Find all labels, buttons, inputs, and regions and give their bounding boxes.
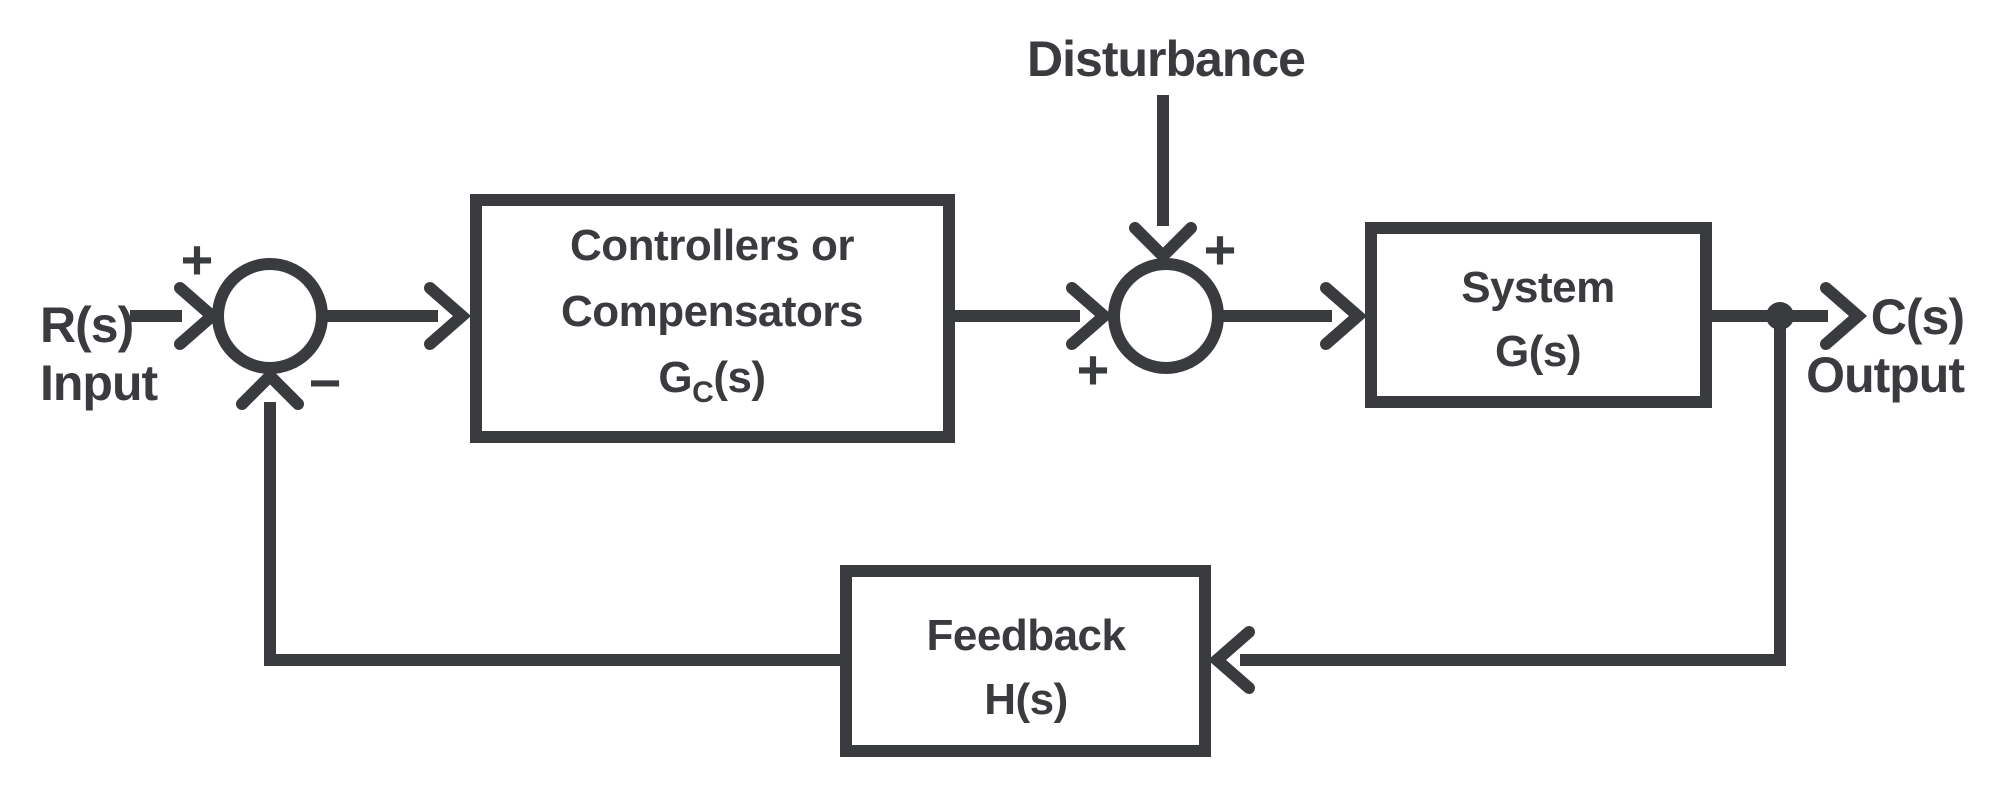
controller-label-line2: Compensators bbox=[561, 287, 863, 336]
feedback-return-line-left bbox=[264, 402, 846, 666]
summing-junction-2 bbox=[1108, 258, 1224, 374]
arrowhead-into-system-icon bbox=[1320, 282, 1368, 350]
feedback-label-line1: Feedback bbox=[927, 611, 1127, 660]
arrowhead-into-sum1-bottom-icon bbox=[236, 367, 304, 410]
output-branch-point bbox=[1766, 302, 1794, 330]
controller-label-line1: Controllers or bbox=[570, 221, 854, 270]
system-tf-label: G(s) bbox=[1495, 327, 1581, 376]
arrowhead-into-sum1-icon bbox=[174, 282, 222, 350]
system-label-line1: System bbox=[1461, 263, 1615, 312]
output-caption-label: Output bbox=[1806, 347, 1965, 403]
controller-tf-base: G bbox=[658, 353, 692, 402]
controller-tf-args: (s) bbox=[713, 353, 765, 402]
arrowhead-into-feedback-icon bbox=[1207, 626, 1255, 694]
sum2-plus-sign-top: + bbox=[1204, 218, 1237, 281]
feedback-block bbox=[840, 565, 1211, 757]
feedback-tf-label: H(s) bbox=[984, 675, 1068, 724]
disturbance-label: Disturbance bbox=[1027, 31, 1305, 87]
controller-tf-label: GC(s) bbox=[658, 353, 765, 409]
arrowhead-into-controller-icon bbox=[424, 282, 472, 350]
arrowhead-into-sum2-icon bbox=[1066, 282, 1114, 350]
arrowhead-disturbance-down-icon bbox=[1129, 222, 1197, 265]
sum1-minus-sign: − bbox=[309, 351, 342, 414]
output-signal-label: C(s) bbox=[1871, 289, 1964, 345]
input-signal-label: R(s) bbox=[40, 297, 133, 353]
input-caption-label: Input bbox=[40, 355, 159, 411]
controller-block bbox=[470, 194, 955, 443]
feedback-return-line-right bbox=[1240, 320, 1786, 666]
arrowhead-output-icon bbox=[1820, 282, 1868, 350]
sum2-plus-sign-left: + bbox=[1077, 338, 1110, 401]
summing-junction-1 bbox=[212, 258, 328, 374]
system-block bbox=[1365, 222, 1712, 408]
sum1-plus-sign: + bbox=[181, 228, 214, 291]
controller-tf-subscript: C bbox=[692, 376, 713, 409]
